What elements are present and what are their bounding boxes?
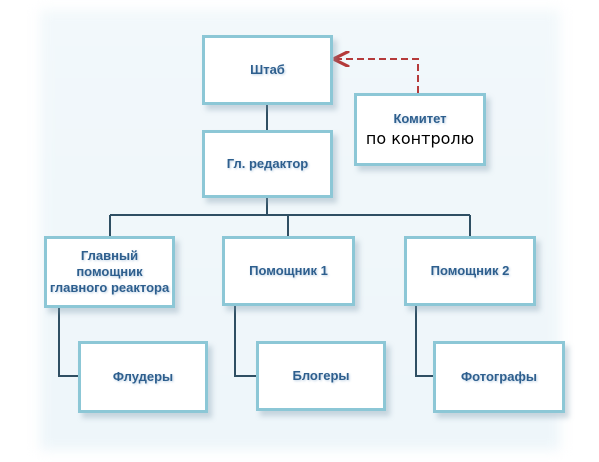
node-photographers: Фотографы [433, 341, 565, 413]
node-hq: Штаб [202, 35, 333, 105]
connector-committee-hq-dashed [335, 59, 419, 93]
node-bloggers-label: Блогеры [292, 368, 350, 383]
node-assistant1: Помощник 1 [222, 236, 355, 306]
node-chief-editor-label: Гл. редактор [226, 156, 309, 171]
connector-chief-assistant-flooders [58, 308, 78, 377]
node-chief-assistant: Главный помощник главного реактора [44, 236, 175, 308]
node-flooders: Флудеры [78, 341, 208, 413]
node-flooders-label: Флудеры [112, 369, 174, 384]
node-committee-label: Комитет [393, 111, 447, 126]
node-photographers-label: Фотографы [461, 369, 537, 384]
node-bloggers: Блогеры [256, 341, 386, 411]
connector-assistant2-photographers [415, 306, 433, 377]
node-assistant2: Помощник 2 [404, 236, 536, 306]
node-committee-subtitle: по контролю [365, 129, 475, 148]
node-committee: Комитет по контролю [354, 93, 486, 166]
node-assistant1-label: Помощник 1 [249, 263, 328, 278]
node-hq-label: Штаб [250, 62, 285, 77]
node-assistant2-label: Помощник 2 [430, 263, 510, 278]
node-chief-editor: Гл. редактор [202, 130, 333, 198]
connector-assistant1-bloggers [234, 306, 256, 377]
node-chief-assistant-label: Главный помощник главного реактора [49, 248, 170, 295]
